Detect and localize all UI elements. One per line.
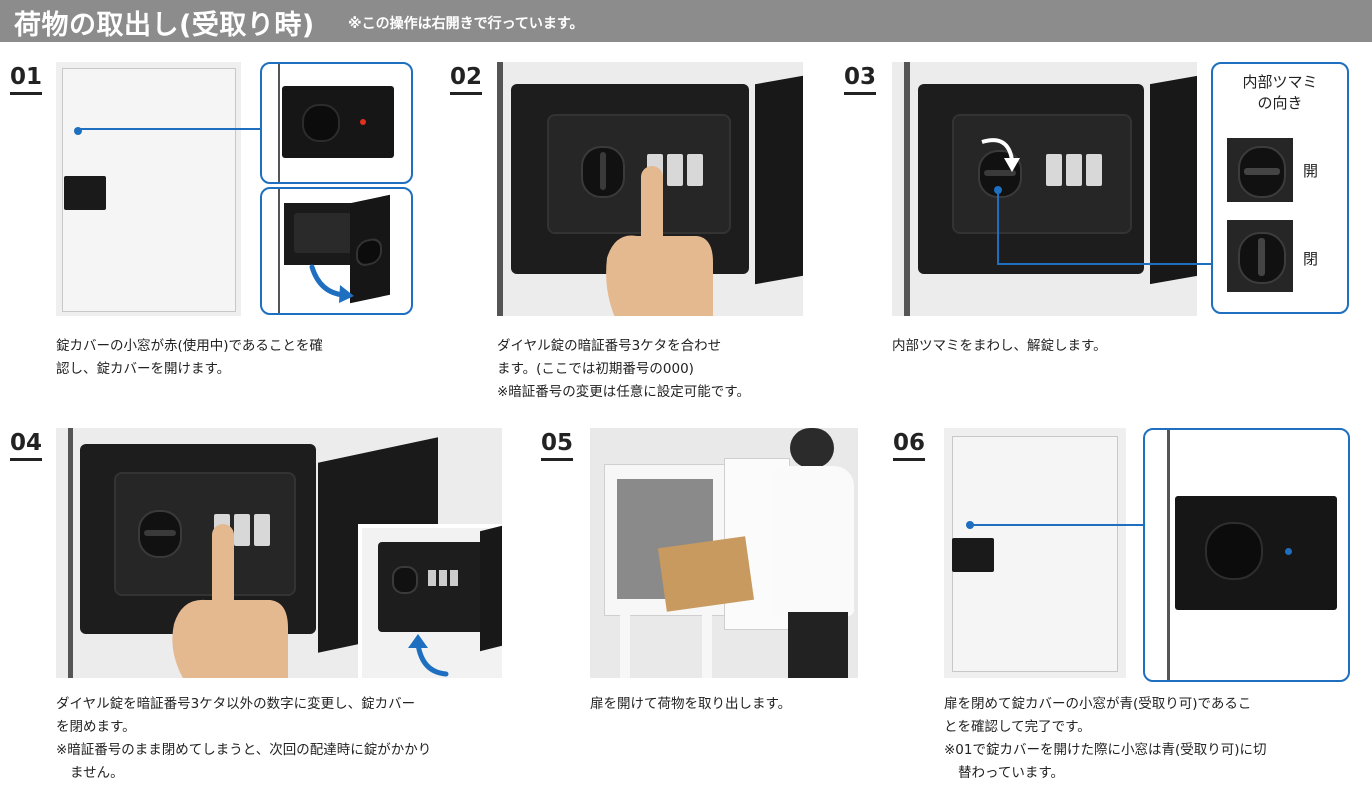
knob-inner [581, 146, 625, 198]
parcel [657, 536, 755, 612]
caption-line: 内部ツマミをまわし、解錠します。 [892, 338, 1107, 354]
step-06-image [944, 428, 1126, 678]
finger-icon [606, 166, 713, 316]
lock-cover-open [350, 194, 390, 304]
caption-line: 扉を開けて荷物を取り出します。 [590, 696, 792, 712]
knob-open-image [1227, 138, 1293, 202]
rotate-arrow-icon [981, 138, 1020, 172]
header-note: ※この操作は右開きで行っています。 [348, 16, 584, 32]
page-title: 荷物の取出し(受取り時) [14, 10, 315, 41]
step-04-number: 04 [10, 430, 43, 461]
callout-line [997, 263, 1213, 265]
header-bar: 荷物の取出し(受取り時) ※この操作は右開きで行っています。 [0, 0, 1372, 42]
step-01-number: 01 [10, 64, 43, 95]
callout-line [78, 128, 276, 130]
caption-line: を閉めます。 [56, 719, 136, 735]
step-03-caption: 内部ツマミをまわし、解錠します。 [892, 335, 1107, 358]
caption-line: ます。(ここでは初期番号の000) [497, 361, 694, 377]
blue-indicator [1285, 548, 1292, 555]
step-06-number: 06 [893, 430, 926, 461]
step-03-number: 03 [844, 64, 877, 95]
knob-title-line: 内部ツマミ [1242, 73, 1318, 91]
lock-cover-open [755, 75, 803, 285]
callout-dot [74, 127, 82, 135]
callout-line [970, 524, 1144, 526]
callout-line [997, 190, 999, 265]
dial-wheels [1046, 154, 1102, 186]
caption-line: 錠カバーの小窓が赤(使用中)であることを確 [56, 338, 323, 354]
caption-line: ダイヤル錠を暗証番号3ケタ以外の数字に変更し、錠カバー [56, 696, 416, 712]
step-05-number: 05 [541, 430, 574, 461]
caption-line: 替わっています。 [958, 765, 1064, 781]
finger-icon [172, 524, 288, 678]
caption-line: 扉を閉めて錠カバーの小窓が青(受取り可)であるこ [944, 696, 1252, 712]
lock-cover-closed [1175, 496, 1337, 610]
step-02-image [497, 62, 803, 316]
callout-blue-indicator [1143, 428, 1350, 682]
step-05-image [590, 428, 858, 678]
lock-cover [64, 176, 106, 210]
caption-line: ※01で錠カバーを開けた際に小窓は青(受取り可)に切 [944, 742, 1267, 758]
step-02-caption: ダイヤル錠の暗証番号3ケタを合わせ ます。(ここでは初期番号の000) ※暗証番… [497, 335, 750, 404]
caption-line: とを確認して完了です。 [944, 719, 1091, 735]
lock-cover-closed [282, 86, 394, 158]
step-01-image [56, 62, 241, 316]
open-arrow-icon [309, 264, 354, 303]
caption-line: ません。 [70, 765, 124, 781]
person [766, 428, 858, 678]
callout-open-lock [260, 187, 413, 315]
close-arrow-icon [408, 634, 449, 677]
step-01-caption: 錠カバーの小窓が赤(使用中)であることを確 認し、錠カバーを開けます。 [56, 335, 323, 381]
lock-cover [952, 538, 994, 572]
step-05-caption: 扉を開けて荷物を取り出します。 [590, 693, 791, 716]
box-stand [620, 614, 630, 678]
caption-line: ダイヤル錠の暗証番号3ケタを合わせ [497, 338, 722, 354]
box-stand [702, 614, 712, 678]
caption-line: ※暗証番号のまま閉めてしまうと、次回の配達時に錠がかかり [56, 742, 432, 758]
lock-frame [918, 84, 1144, 274]
step-06-caption: 扉を閉めて錠カバーの小窓が青(受取り可)であるこ とを確認して完了です。 ※01… [944, 693, 1267, 785]
callout-closed-lock [260, 62, 413, 184]
caption-line: 認し、錠カバーを開けます。 [56, 361, 231, 377]
step-04-caption: ダイヤル錠を暗証番号3ケタ以外の数字に変更し、錠カバー を閉めます。 ※暗証番号… [56, 693, 431, 785]
lock-housing [284, 203, 364, 265]
knob-closed-label: 閉 [1303, 250, 1319, 268]
knob-title-line: の向き [1257, 94, 1303, 112]
inset-close-cover [358, 524, 502, 678]
step-02-number: 02 [450, 64, 483, 95]
callout-knob-direction: 内部ツマミ の向き 開 閉 [1211, 62, 1349, 314]
lock-cover-open [1150, 75, 1197, 285]
caption-line: ※暗証番号の変更は任意に設定可能です。 [497, 384, 750, 400]
callout-line [78, 130, 80, 131]
knob-closed-image [1227, 220, 1293, 292]
step-03-image [892, 62, 1197, 316]
step-04-image [56, 428, 502, 678]
knob-open-label: 開 [1303, 162, 1319, 180]
lock-knob [302, 104, 340, 142]
lock-knob [1205, 522, 1263, 580]
red-indicator [360, 119, 366, 125]
